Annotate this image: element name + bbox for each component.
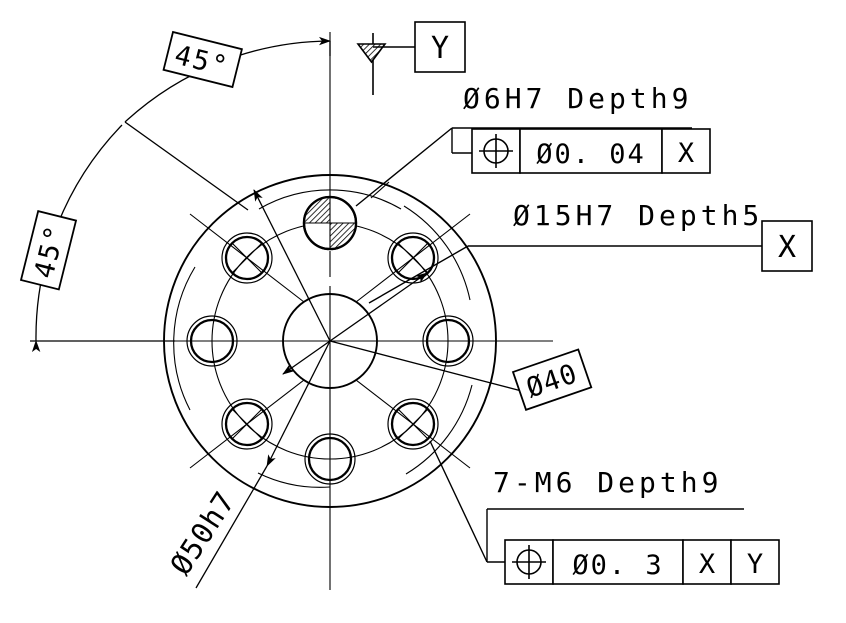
tapped-hole (304, 433, 356, 485)
datum-y-box (414, 21, 466, 73)
callout-dowel-hole-leader (355, 127, 692, 207)
datum-x-box (761, 220, 813, 272)
callout-tapped-holes-text: 7-M6 Depth9 (493, 466, 722, 499)
datum-feature-y (356, 21, 466, 95)
position-icon (479, 134, 513, 168)
angular-dimension-arcs (30, 36, 331, 353)
tapped-hole (186, 315, 238, 367)
fcf-tapped-holes: Ø0. 3 X Y (504, 539, 780, 585)
hole-spacing-arcs (173, 189, 473, 488)
tapped-hole (422, 315, 474, 367)
fcf-dowel-hole: Ø0. 04 X (471, 128, 711, 174)
callout-dowel-hole-text: Ø6H7 Depth9 (463, 82, 692, 115)
fcf-datum-secondary-label: Y (747, 549, 763, 580)
spacing-arc-lower-right (405, 384, 473, 475)
dimension-label-angle-upper: 45° (162, 30, 243, 89)
fcf-tolerance-label: Ø0. 04 (536, 139, 646, 170)
dowel-leader-diagonal (355, 127, 453, 207)
dimension-outer-d50h7 (195, 189, 331, 589)
dimension-label-bolt-circle: Ø40 (511, 348, 593, 411)
spacing-arc-left (173, 266, 196, 411)
fcf-cell-tolerance (519, 128, 663, 174)
extension-line-135deg (124, 121, 249, 211)
spacing-arc-top (258, 189, 402, 210)
datum-y-label: Y (431, 31, 449, 66)
callout-tapped-holes-leader (429, 440, 744, 563)
fcf-tolerance-label: Ø0. 3 (572, 550, 663, 581)
datum-x-label: X (778, 230, 796, 265)
spacing-arc-upper-right (403, 205, 471, 301)
bore-leader-diagonal (368, 245, 469, 304)
dimension-label-outer: Ø50h7 (163, 485, 242, 581)
fcf-cell-datum-secondary (730, 539, 780, 585)
fcf-datum-label: X (678, 138, 694, 169)
fcf-cell-datum (661, 128, 711, 174)
dim-label-d50h7: Ø50h7 (163, 485, 242, 581)
dim-box-d40 (511, 348, 593, 411)
callout-center-bore-text: Ø15H7 Depth5 (513, 199, 763, 232)
callout-center-bore-leader (368, 245, 762, 304)
fcf-datum-primary-label: X (699, 549, 715, 580)
fcf-cell-datum-primary (682, 539, 732, 585)
dowel-hatch-q4 (330, 223, 356, 249)
position-icon (512, 545, 546, 579)
tapped-holes-m6 (186, 232, 474, 485)
dimension-bolt-circle-d40 (282, 272, 557, 401)
dim-box-angle-lower (19, 210, 78, 291)
spacing-arc-bottom (257, 472, 331, 488)
dowel-hatch-q2 (304, 197, 330, 223)
m6-leader-diagonal (429, 440, 488, 563)
datum-y-triangle-icon (356, 43, 387, 64)
dowel-hole-d6h7 (302, 195, 358, 251)
hole-centerline-ticks (189, 181, 471, 469)
dim-box-angle-upper (162, 30, 243, 89)
dimension-label-angle-lower: 45° (19, 210, 78, 291)
